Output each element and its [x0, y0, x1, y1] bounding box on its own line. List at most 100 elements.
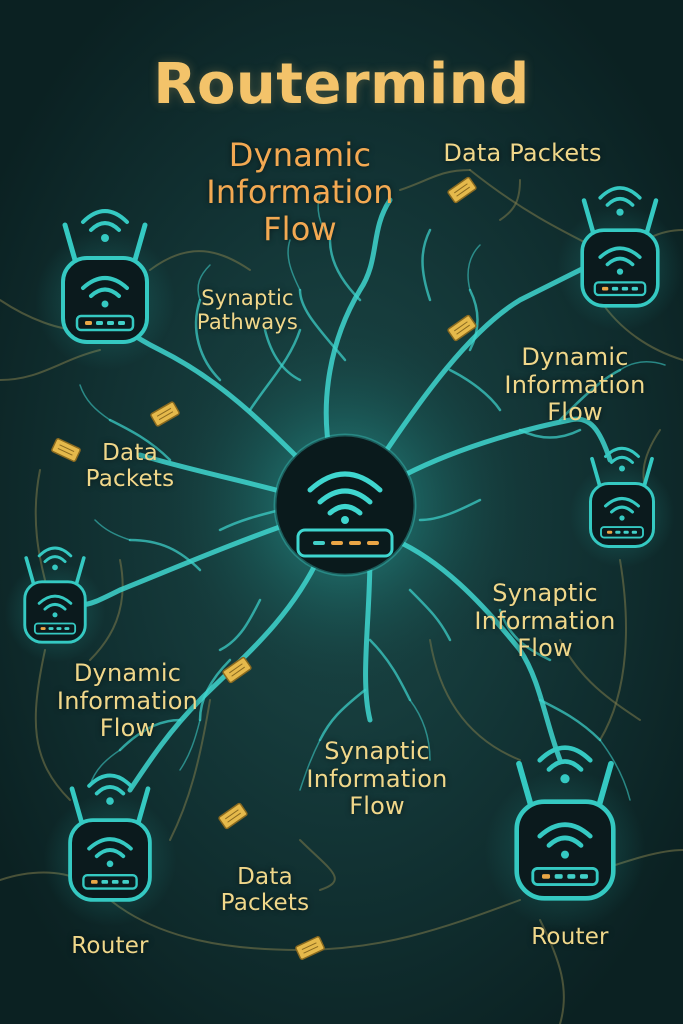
- label-line: Router: [531, 924, 609, 950]
- router-body: [61, 256, 149, 344]
- wifi-icon: [598, 246, 642, 275]
- wifi-icon: [87, 773, 133, 805]
- router-led: [631, 530, 637, 534]
- label-line: Router: [71, 933, 149, 959]
- label-line: Packets: [85, 466, 175, 493]
- antenna-icon: [581, 198, 659, 235]
- label-top-packets: Data Packets: [425, 139, 620, 168]
- router-top-right: [557, 186, 683, 331]
- antenna-icon: [590, 456, 654, 487]
- router-led: [621, 286, 629, 291]
- router-led: [85, 321, 92, 325]
- label-line: Data: [102, 440, 158, 466]
- label-line: Information: [56, 686, 199, 715]
- label-right-synaptic: Synaptic Information Flow: [460, 579, 630, 663]
- label-router-right: Router: [515, 924, 625, 950]
- label-center-synaptic: Synaptic Information Flow: [292, 737, 462, 821]
- wifi-icon: [81, 209, 129, 242]
- label-line: Dynamic: [521, 343, 629, 371]
- router-led: [567, 874, 576, 879]
- router-leds: [313, 541, 379, 545]
- data-packet-icon: [295, 936, 325, 960]
- label-line: Flow: [547, 398, 603, 427]
- router-led: [96, 321, 103, 325]
- label-router-left: Router: [55, 933, 165, 959]
- label-line: Flow: [263, 209, 337, 248]
- wifi-icon: [604, 497, 640, 521]
- router-led: [554, 874, 563, 879]
- wifi-icon: [604, 446, 640, 472]
- label-left-packets: Data Packets: [60, 440, 200, 493]
- router-body: [589, 482, 655, 548]
- data-packet-icon: [150, 401, 180, 427]
- label-right-flow: Dynamic Information Flow: [490, 343, 660, 427]
- label-line: Pathways: [196, 310, 299, 335]
- central-router: [273, 433, 417, 577]
- page-title: Routermind: [153, 52, 530, 117]
- router-led: [579, 874, 588, 879]
- wifi-icon: [537, 745, 593, 784]
- antenna-icon: [62, 222, 148, 263]
- label-line: Flow: [517, 634, 573, 663]
- router-led: [623, 530, 629, 534]
- label-line: Information: [504, 370, 646, 399]
- label-line: Data: [237, 864, 293, 890]
- label-line: Flow: [349, 792, 405, 821]
- router-bottom-left: [43, 773, 177, 927]
- label-line: Information: [474, 606, 616, 635]
- data-packet-icon: [447, 176, 477, 204]
- router-body: [296, 528, 394, 558]
- data-packet-icon: [447, 314, 477, 342]
- label-line: Flow: [99, 714, 156, 743]
- wifi-icon: [307, 471, 383, 524]
- wifi-icon: [87, 837, 133, 868]
- router-led: [56, 627, 62, 630]
- data-packet-icon: [51, 438, 81, 462]
- router-led: [542, 874, 551, 879]
- router-led: [64, 627, 70, 630]
- router-body: [23, 580, 87, 644]
- router-led: [101, 879, 109, 884]
- label-line: Data Packets: [443, 139, 602, 167]
- label-synaptic-pathways: Synaptic Pathways: [170, 286, 325, 334]
- wifi-icon: [598, 186, 642, 216]
- wifi-icon: [81, 276, 129, 308]
- antenna-icon: [516, 760, 614, 807]
- label-line: Dynamic: [228, 136, 372, 174]
- router-led: [48, 627, 54, 630]
- router-led: [611, 286, 619, 291]
- label-line: Synaptic: [492, 579, 598, 607]
- label-top-left-flow: Dynamic Information Flow: [185, 137, 415, 247]
- router-body: [68, 818, 152, 902]
- router-body: [580, 228, 660, 308]
- label-line: Synaptic: [201, 286, 294, 310]
- router-led: [602, 286, 609, 291]
- router-bottom-right: [484, 745, 646, 931]
- router-left: [4, 546, 106, 663]
- wifi-icon: [537, 822, 593, 859]
- router-led: [118, 321, 125, 325]
- label-line: Packets: [220, 890, 310, 917]
- label-line: Information: [206, 172, 394, 211]
- router-led: [107, 321, 114, 325]
- wifi-icon: [37, 546, 73, 571]
- router-led: [607, 530, 613, 534]
- router-led: [91, 879, 98, 884]
- label-bottom-packets: Data Packets: [195, 864, 335, 917]
- label-line: Synaptic: [324, 737, 430, 765]
- router-led: [631, 286, 638, 291]
- antenna-icon: [69, 786, 151, 825]
- router-right: [569, 446, 675, 568]
- router-body: [514, 799, 616, 901]
- data-packet-icon: [218, 802, 248, 830]
- label-left-flow: Dynamic Information Flow: [40, 659, 215, 743]
- router-led: [122, 879, 129, 884]
- router-led: [40, 627, 46, 630]
- antenna-icon: [24, 556, 86, 586]
- router-led: [111, 879, 119, 884]
- router-led: [615, 530, 621, 534]
- label-line: Information: [306, 764, 448, 793]
- label-line: Dynamic: [73, 659, 182, 687]
- data-packet-icon: [222, 656, 252, 684]
